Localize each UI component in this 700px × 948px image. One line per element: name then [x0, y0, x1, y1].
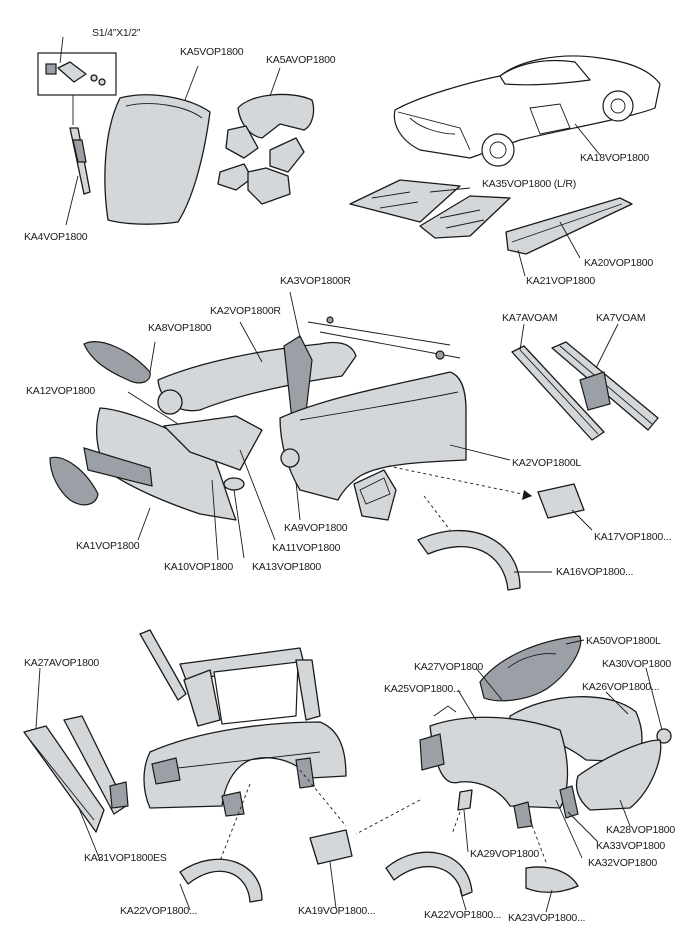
label-ka21: KA21VOP1800	[526, 275, 596, 287]
label-ka9: KA9VOP1800	[284, 522, 348, 534]
front-corner-assembly	[355, 635, 672, 913]
label-ka20: KA20VOP1800	[584, 257, 654, 269]
rear-quarter-assembly	[23, 629, 353, 911]
frame-rails	[511, 323, 659, 441]
label-ka22b: KA22VOP1800...	[424, 909, 502, 921]
label-bolt-size: S1/4”X1/2”	[92, 27, 141, 39]
label-ka32: KA32VOP1800	[588, 857, 658, 869]
label-ka8: KA8VOP1800	[148, 322, 212, 334]
label-ka12: KA12VOP1800	[26, 385, 96, 397]
label-ka19: KA19VOP1800...	[298, 905, 376, 917]
label-ka18: KA18VOP1800	[580, 152, 650, 164]
label-ka50: KA50VOP1800L	[586, 635, 661, 647]
label-ka27a: KA27AVOP1800	[24, 657, 100, 669]
label-ka26: KA26VOP1800...	[582, 681, 660, 693]
label-ka2r: KA2VOP1800R	[210, 305, 281, 317]
label-ka16: KA16VOP1800...	[556, 566, 634, 578]
label-ka2l: KA2VOP1800L	[512, 457, 582, 469]
label-ka10: KA10VOP1800	[164, 561, 234, 573]
label-ka30: KA30VOP1800	[602, 658, 672, 670]
small-panel-set	[217, 67, 315, 205]
label-ka7a: KA7AVOAM	[502, 312, 558, 324]
label-ka4: KA4VOP1800	[24, 231, 88, 243]
label-ka27: KA27VOP1800	[414, 661, 484, 673]
label-ka5: KA5VOP1800	[180, 46, 244, 58]
hood-panel	[104, 65, 211, 225]
front-end-assembly	[49, 291, 593, 591]
sill-rocker	[505, 197, 633, 277]
label-ka28: KA28VOP1800	[606, 824, 676, 836]
label-ka13: KA13VOP1800	[252, 561, 322, 573]
label-ka23: KA23VOP1800...	[508, 912, 586, 924]
label-ka11: KA11VOP1800	[272, 542, 341, 554]
car-illustration	[393, 55, 661, 167]
label-ka3: KA3VOP1800R	[280, 275, 351, 287]
label-ka35: KA35VOP1800 (L/R)	[482, 178, 577, 190]
label-ka5a: KA5AVOP1800	[266, 54, 336, 66]
label-ka31: KA31VOP1800ES	[84, 852, 167, 864]
label-ka7: KA7VOAM	[596, 312, 646, 324]
bolt-detail-inset	[37, 36, 117, 96]
tailgate-strut	[65, 95, 91, 226]
floor-pans	[349, 179, 511, 239]
label-ka25: KA25VOP1800...	[384, 683, 462, 695]
label-ka17: KA17VOP1800...	[594, 531, 672, 543]
label-ka22a: KA22VOP1800...	[120, 905, 198, 917]
label-ka33: KA33VOP1800	[596, 840, 666, 852]
label-ka29: KA29VOP1800	[470, 848, 540, 860]
label-ka1: KA1VOP1800	[76, 540, 140, 552]
